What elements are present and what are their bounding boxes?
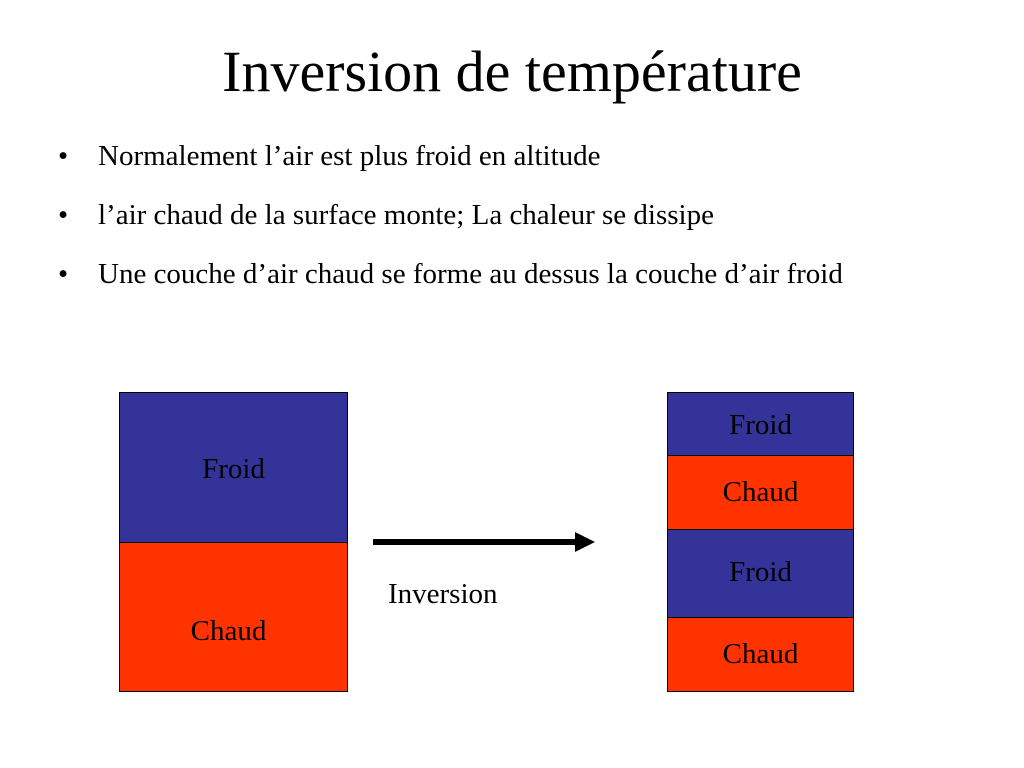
before-cold-layer: Froid (119, 392, 348, 543)
bullet-text: Une couche d’air chaud se forme au dessu… (98, 258, 843, 290)
before-cold-label: Froid (202, 453, 265, 485)
bullet-dot-icon: • (58, 258, 69, 290)
before-warm-layer: Chaud (119, 542, 348, 692)
bullet-dot-icon: • (58, 140, 69, 172)
after-warm-layer-upper: Chaud (667, 455, 854, 530)
slide-title: Inversion de température (222, 39, 802, 104)
arrow-line (373, 539, 577, 545)
before-warm-label: Chaud (190, 615, 267, 647)
bullet-item: • Une couche d’air chaud se forme au des… (58, 256, 843, 315)
after-warm-layer-bottom: Chaud (667, 617, 854, 692)
bullet-dot-icon: • (58, 199, 69, 231)
bullet-text: l’air chaud de la surface monte; La chal… (98, 199, 714, 231)
bullet-item: • Normalement l’air est plus froid en al… (58, 138, 843, 197)
bullet-item: • l’air chaud de la surface monte; La ch… (58, 197, 843, 256)
bullet-list: • Normalement l’air est plus froid en al… (58, 138, 843, 315)
after-layer-label: Froid (729, 556, 792, 588)
after-layer-label: Froid (729, 409, 792, 441)
bullet-text: Normalement l’air est plus froid en alti… (98, 140, 601, 172)
inversion-label: Inversion (388, 578, 498, 610)
after-layer-label: Chaud (722, 638, 799, 670)
after-cold-layer-lower: Froid (667, 529, 854, 618)
after-layer-label: Chaud (722, 476, 799, 508)
after-cold-layer-top: Froid (667, 392, 854, 456)
arrow-right-icon (575, 532, 595, 552)
